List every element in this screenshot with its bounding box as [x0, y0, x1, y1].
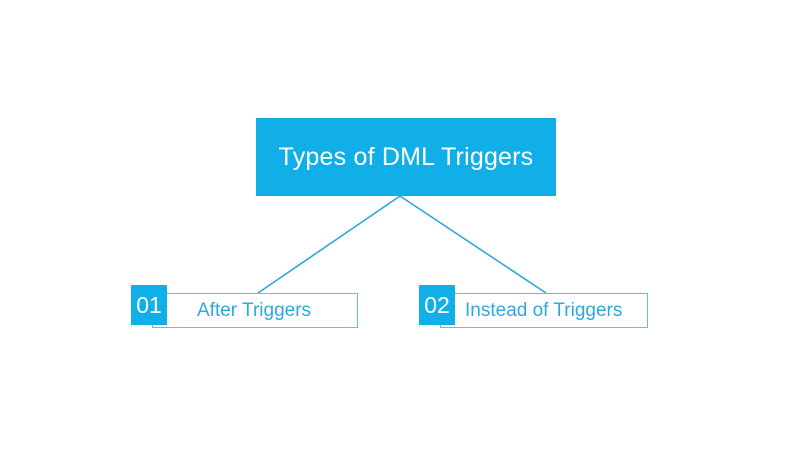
- item-number-text: 01: [136, 291, 162, 318]
- item-label: Instead of Triggers: [465, 300, 623, 321]
- connector-line-left: [257, 195, 401, 294]
- item-number-badge: 02: [419, 285, 455, 325]
- connector-line-right: [399, 195, 547, 294]
- item-number-text: 02: [424, 291, 450, 318]
- page-title: Types of DML Triggers: [278, 142, 534, 171]
- list-item-instead-of-triggers[interactable]: Instead of Triggers 02: [419, 285, 648, 329]
- item-label: After Triggers: [197, 300, 312, 321]
- item-frame: [440, 293, 648, 328]
- item-number-badge: 01: [131, 285, 167, 325]
- title-box: Types of DML Triggers: [256, 118, 556, 196]
- list-item-after-triggers[interactable]: After Triggers 01: [131, 285, 358, 329]
- item-frame: [152, 293, 358, 328]
